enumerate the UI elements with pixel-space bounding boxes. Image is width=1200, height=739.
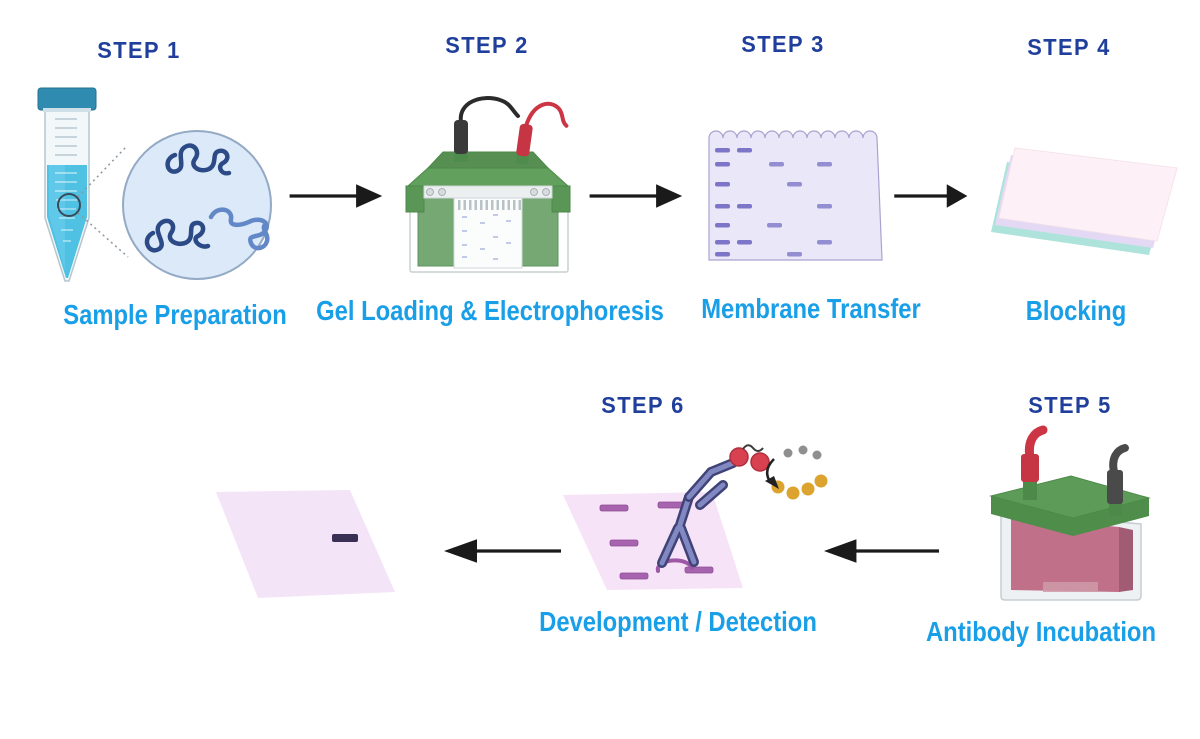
step-1-title: STEP 1 bbox=[97, 37, 181, 63]
step-5-title: STEP 5 bbox=[1028, 392, 1112, 418]
step-6-label: Development / Detection bbox=[539, 606, 817, 637]
arrow-step6-to-result bbox=[443, 533, 563, 569]
step-1-illustration bbox=[25, 85, 287, 297]
arrow-step3-to-step4 bbox=[893, 178, 968, 214]
right-arrow-icon bbox=[589, 184, 683, 208]
sample-tube-with-magnified-proteins-icon bbox=[37, 87, 272, 282]
arrow-step5-to-step6 bbox=[823, 533, 941, 569]
step-3-illustration bbox=[703, 122, 888, 267]
right-arrow-icon bbox=[289, 184, 383, 208]
electrophoresis-gel-tank-icon bbox=[405, 96, 571, 273]
result-illustration bbox=[205, 480, 405, 610]
arrow-step1-to-step2 bbox=[288, 178, 383, 214]
right-arrow-icon bbox=[894, 184, 968, 208]
arrow-step2-to-step3 bbox=[588, 178, 683, 214]
antibody-on-membrane-detection-icon bbox=[563, 444, 828, 590]
step-4-illustration bbox=[985, 138, 1195, 273]
step-2-illustration bbox=[398, 90, 578, 275]
antibody-incubation-tank-icon bbox=[989, 425, 1151, 601]
step-5-label: Antibody Incubation bbox=[925, 616, 1157, 647]
step-3-label: Membrane Transfer bbox=[701, 293, 921, 324]
step-4-title: STEP 4 bbox=[1027, 34, 1111, 60]
blot-membrane-with-bands-icon bbox=[708, 130, 883, 261]
step-5-illustration bbox=[973, 418, 1163, 623]
step-4-label: Blocking bbox=[1025, 295, 1127, 326]
step-1-label: Sample Preparation bbox=[63, 299, 287, 330]
step-6-title: STEP 6 bbox=[601, 392, 685, 418]
step-2-title: STEP 2 bbox=[445, 32, 529, 58]
blocking-sheet-stack-icon bbox=[991, 147, 1178, 255]
left-arrow-icon bbox=[444, 539, 561, 563]
step-6-illustration bbox=[550, 415, 855, 630]
step-2-label: Gel Loading & Electrophoresis bbox=[316, 295, 664, 326]
left-arrow-icon bbox=[823, 539, 940, 563]
developed-membrane-single-band-icon bbox=[216, 490, 395, 598]
step-3-title: STEP 3 bbox=[741, 31, 825, 57]
